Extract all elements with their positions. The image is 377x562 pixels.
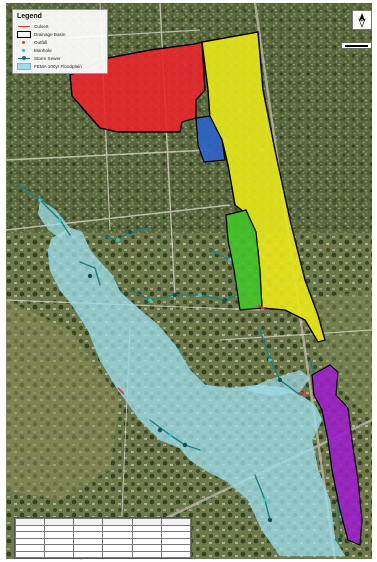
legend-item-manhole: Manhole: [17, 46, 103, 54]
legend-title: Legend: [17, 13, 42, 20]
table-row: [14, 531, 192, 539]
floodplain-symbol-icon: [17, 62, 31, 70]
manhole-symbol-icon: [17, 47, 31, 54]
legend-item-floodplain: FEMA 100yr Floodplain: [17, 62, 103, 70]
north-arrow-icon: [352, 10, 372, 30]
legend-label: Drainage Basin: [34, 31, 66, 37]
legend-label: Storm Sewer: [34, 55, 61, 61]
basin-summary-table: [14, 517, 192, 559]
white-frame-left: [0, 0, 6, 562]
floodplain-branch-north: [38, 200, 70, 238]
table-row: [14, 537, 192, 545]
legend-label: Manhole: [34, 47, 52, 53]
legend-item-drainage-basin: Drainage Basin: [17, 30, 103, 38]
legend-item-storm-sewer: Storm Sewer: [17, 54, 103, 62]
drainage-basin-blue: [195, 115, 226, 163]
table-row: [14, 544, 192, 552]
legend-item-outfall: Outfall: [17, 38, 103, 46]
storm-sewer-symbol-icon: [17, 55, 31, 62]
white-frame-top: [0, 0, 377, 3]
table-header-row: [14, 518, 192, 526]
scale-bar-icon: [341, 42, 372, 49]
drainage-basin-symbol-icon: [17, 30, 31, 38]
table-row: [14, 524, 192, 532]
basin-table-grid: [14, 518, 192, 558]
north-arrow-glyph-icon: [358, 13, 366, 28]
drainage-basin-purple: [311, 364, 363, 546]
culvert-symbol-icon: [17, 23, 31, 30]
legend-item-culvert: Culvert: [17, 22, 103, 30]
scale-bar-line: [345, 45, 368, 47]
table-row: [14, 550, 192, 558]
legend-label: Culvert: [34, 23, 49, 29]
legend-label: Outfall: [34, 39, 48, 45]
legend-label: FEMA 100yr Floodplain: [34, 63, 82, 69]
map-legend: Legend Culvert Drainage Basin Outfall Ma…: [12, 9, 108, 74]
floodplain-area: [47, 227, 346, 557]
outfall-symbol-icon: [17, 39, 31, 46]
white-frame-right: [372, 0, 377, 562]
open-field-sw: [6, 300, 120, 500]
culverts: [117, 304, 309, 397]
